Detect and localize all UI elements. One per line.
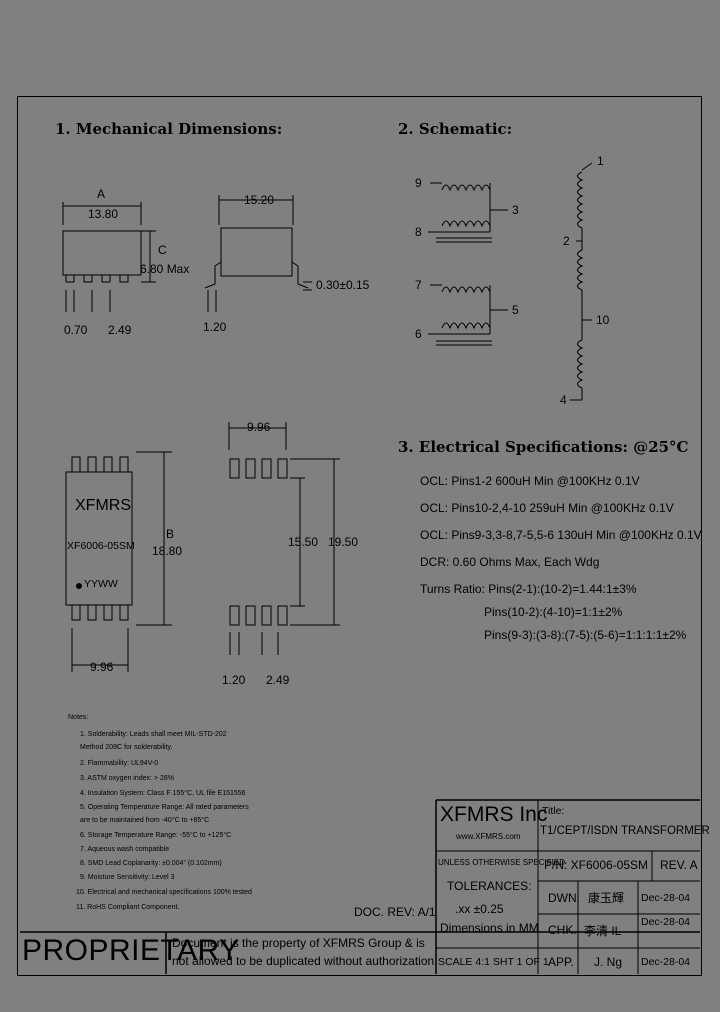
spec-ocl-1: OCL: Pins1-2 600uH Min @100KHz 0.1V <box>420 474 640 488</box>
dim-a-value: 13.80 <box>88 207 119 221</box>
dim-pad-pitch: 2.49 <box>266 673 290 687</box>
pin-10: 10 <box>596 313 610 327</box>
unless-specified: UNLESS OTHERWISE SPECIFIED <box>438 858 565 867</box>
pin-7: 7 <box>415 278 422 292</box>
note-7: 7. Aqueous wash compatible <box>80 846 170 853</box>
company-name: XFMRS Inc <box>440 803 548 826</box>
note-11: 11. RoHS Compliant Component. <box>76 904 180 911</box>
note-5-cont: are to be maintained from -40°C to +85°C <box>80 817 210 824</box>
proprietary-line-1: Document is the property of XFMRS Group … <box>172 936 425 950</box>
drawn-label: DWN. <box>548 891 580 905</box>
pin-5: 5 <box>512 303 519 317</box>
dimensions-unit: Dimensions in MM <box>440 921 539 935</box>
doc-revision: DOC. REV: A/1 <box>354 905 436 919</box>
pin-8: 8 <box>415 225 422 239</box>
scale-sheet: SCALE 4:1 SHT 1 OF 1 <box>438 956 549 968</box>
mechanical-heading: 1. Mechanical Dimensions: <box>55 120 283 138</box>
note-4: 4. Insulation System: Class F 155°C, UL … <box>80 790 246 797</box>
note-2: 2. Flammability: UL94V-0 <box>80 760 159 767</box>
side-view-body <box>62 230 142 276</box>
part-number: P/N: XF6006-05SM <box>544 858 649 872</box>
pin-9: 9 <box>415 176 422 190</box>
dim-c-value: 6.80 Max <box>140 262 190 276</box>
drawn-date: Dec-28-04 <box>641 892 691 904</box>
pin-6: 6 <box>415 327 422 341</box>
spec-ocl-2: OCL: Pins10-2,4-10 259uH Min @100KHz 0.1… <box>420 501 674 515</box>
tolerances-label: TOLERANCES: <box>447 879 532 893</box>
dim-pin-width: 0.70 <box>64 323 88 337</box>
dim-b-label: B <box>166 527 175 541</box>
marking-brand: XFMRS <box>75 497 131 514</box>
dim-body-width: 15.20 <box>244 193 275 207</box>
marking-part-number: XF6006-05SM <box>67 540 135 552</box>
approved-label: APP. <box>548 955 574 969</box>
electrical-heading: 3. Electrical Specifications: @25°C <box>398 438 689 456</box>
note-9: 9. Moisture Sensitivity: Level 3 <box>80 874 175 881</box>
spec-turns-ratio-2: Pins(10-2):(4-10)=1:1±2% <box>484 605 623 619</box>
dim-footprint-inner: 15.50 <box>288 535 319 549</box>
dim-bottom-width: 9.96 <box>90 660 114 674</box>
dim-footprint-width: 9.96 <box>247 420 271 434</box>
note-6: 6. Storage Temperature Range: -55°C to +… <box>80 832 232 839</box>
spec-turns-ratio-3: Pins(9-3):(3-8):(7-5):(5-6)=1:1:1:1±2% <box>484 628 687 642</box>
spec-ocl-3: OCL: Pins9-3,3-8,7-5,5-6 130uH Min @100K… <box>420 528 702 542</box>
dim-a-label: A <box>97 187 106 201</box>
schematic-heading: 2. Schematic: <box>398 120 513 138</box>
dim-pad-width: 1.20 <box>222 673 246 687</box>
pin-3: 3 <box>512 203 519 217</box>
dim-lead-thickness: 0.30±0.15 <box>316 278 370 292</box>
note-5: 5. Operating Temperature Range: All rate… <box>80 804 249 811</box>
spec-turns-ratio-1: Turns Ratio: Pins(2-1):(10-2)=1.44:1±3% <box>420 582 637 596</box>
checked-signature: 李清 IL <box>584 924 622 938</box>
dim-side-pitch: 2.49 <box>108 323 132 337</box>
spec-dcr: DCR: 0.60 Ohms Max, Each Wdg <box>420 555 600 569</box>
approved-date: Dec-28-04 <box>641 956 691 968</box>
proprietary-line-2: not allowed to be duplicated without aut… <box>172 954 438 968</box>
proprietary-label: PROPRIETARY <box>22 934 240 967</box>
note-1: 1. Solderability: Leads shall meet MIL-S… <box>80 731 227 738</box>
company-website: www.XFMRS.com <box>456 832 521 841</box>
dim-lead-height: 1.20 <box>203 320 227 334</box>
drawn-signature: 康玉輝 <box>588 891 625 905</box>
note-1-cont: Method 208C for solderability. <box>80 744 173 751</box>
tolerance-value: .xx ±0.25 <box>455 902 504 916</box>
checked-date: Dec-28-04 <box>641 916 691 928</box>
note-3: 3. ASTM oxygen index: > 28% <box>80 775 174 782</box>
notes-title: Notes: <box>68 714 89 721</box>
pin-2: 2 <box>563 234 570 248</box>
drawing-sheet <box>17 96 702 976</box>
note-8: 8. SMD Lead Coplanarity: ±0.004" (0.102m… <box>80 860 222 867</box>
part-title: T1/CEPT/ISDN TRANSFORMER <box>540 825 710 837</box>
revision: REV. A <box>660 858 698 872</box>
dim-c-label: C <box>158 243 167 257</box>
title-label: Title: <box>542 805 565 817</box>
pin-4: 4 <box>560 393 567 407</box>
dim-b-value: 18.80 <box>152 544 183 558</box>
marking-date-code: YYWW <box>84 578 118 590</box>
note-10: 10. Electrical and mechanical specificat… <box>76 889 252 896</box>
approved-name: J. Ng <box>594 955 623 969</box>
pin-1: 1 <box>597 154 604 168</box>
dim-footprint-outer: 19.50 <box>328 535 359 549</box>
checked-label: CHK. <box>548 923 577 937</box>
